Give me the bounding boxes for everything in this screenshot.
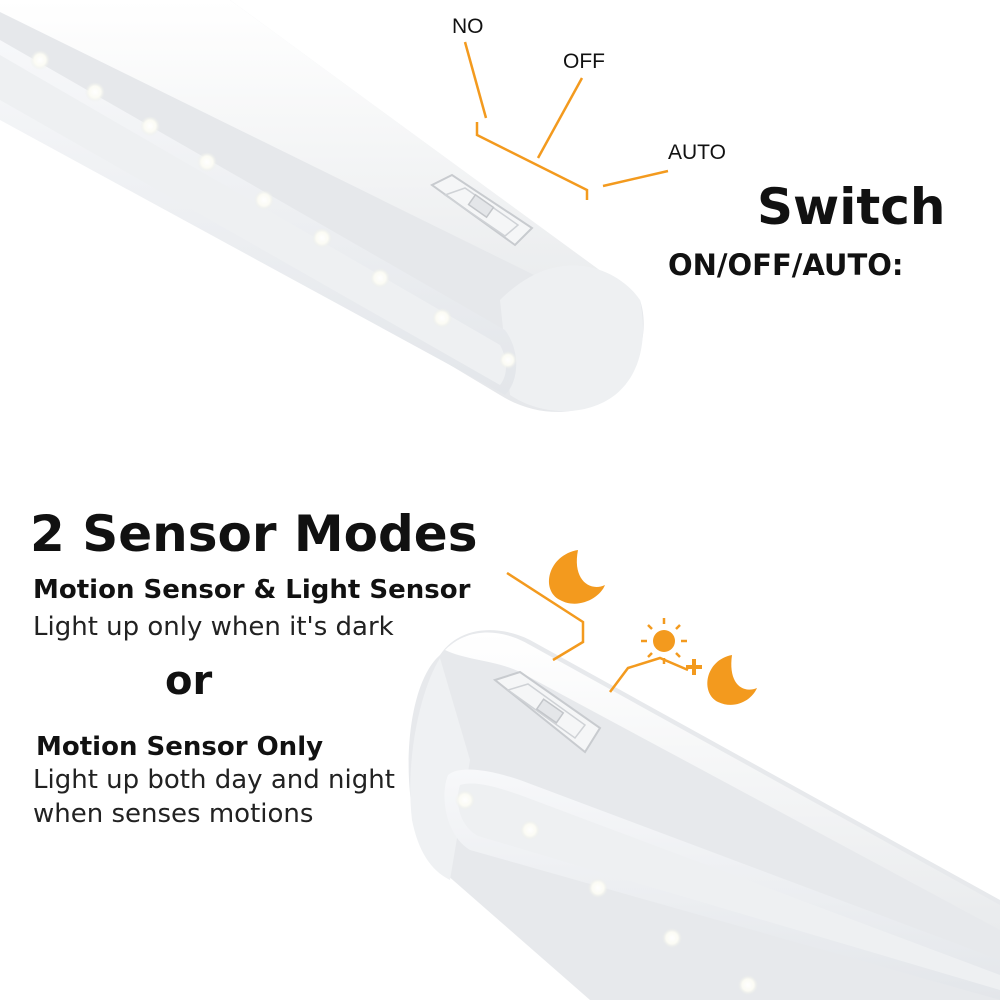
mode1-description: Light up only when it's dark (33, 612, 394, 642)
moon-icon (548, 550, 605, 604)
switch-label-auto: AUTO (668, 141, 726, 164)
switch-slider-top (430, 173, 534, 247)
mode2-description-line1: Light up both day and night (33, 765, 395, 795)
switch-label-off: OFF (563, 50, 605, 73)
moon-icon (707, 655, 757, 705)
mode2-title: Motion Sensor Only (36, 732, 324, 762)
switch-slider-bottom (492, 670, 602, 754)
sensor-modes-title: 2 Sensor Modes (30, 505, 478, 563)
mode2-description-line2: when senses motions (33, 799, 314, 829)
mode-leader-lines (506, 571, 689, 693)
sun-icon (641, 618, 687, 664)
mode1-title: Motion Sensor & Light Sensor (33, 575, 471, 605)
plus-icon (686, 659, 702, 675)
or-separator: or (165, 658, 213, 704)
led-dots-top (30, 50, 517, 369)
led-bar-bottom (408, 630, 1000, 1000)
led-bar-top (0, 0, 644, 412)
switch-label-no: NO (452, 15, 484, 38)
switch-title: Switch (757, 178, 946, 236)
switch-leader-lines (463, 41, 669, 200)
led-dots-bottom (455, 790, 758, 995)
switch-subtitle: ON/OFF/AUTO: (668, 248, 904, 282)
